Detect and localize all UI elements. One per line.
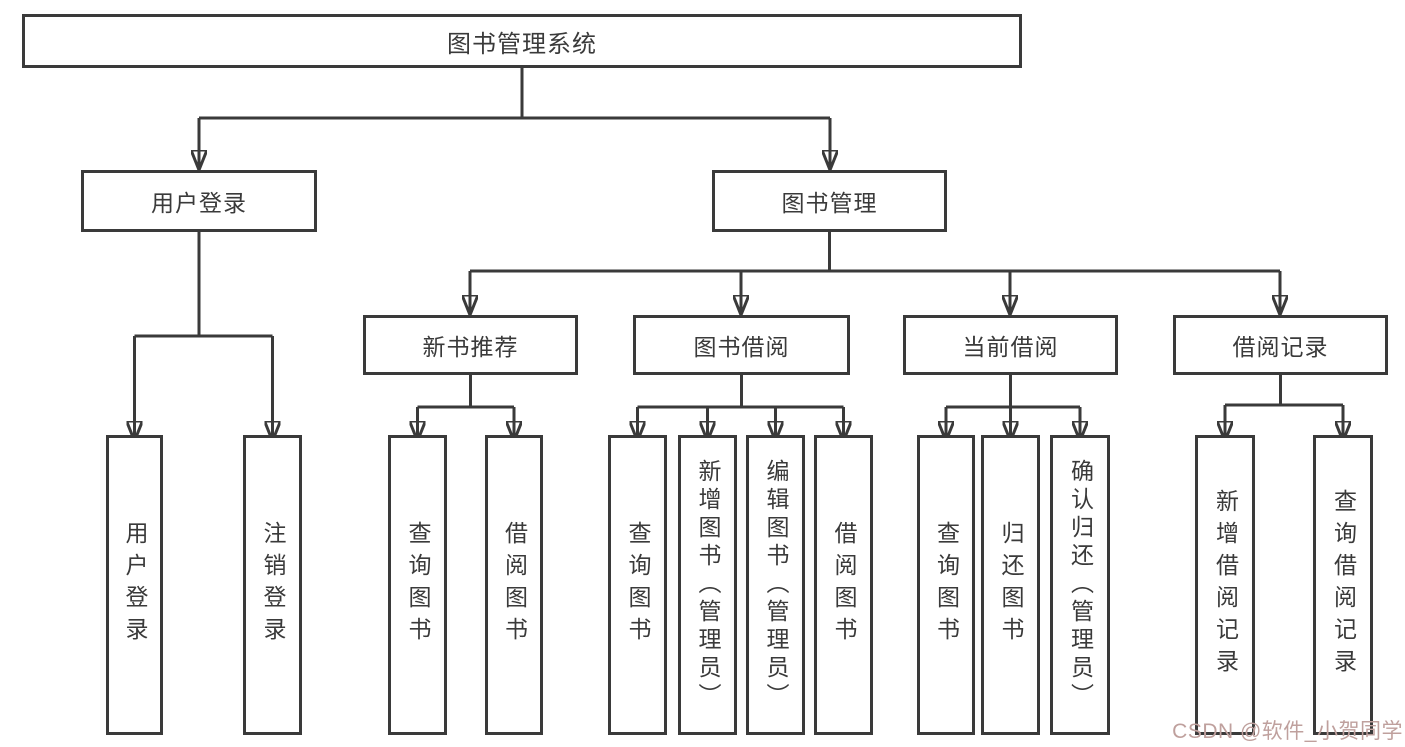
leaf-add-books-admin-label: 新增图书（管理员） — [695, 459, 721, 711]
leaf-user-login: 用户登录 — [106, 435, 163, 735]
leaf-query-books: 查询图书 — [917, 435, 975, 735]
node-new-book-recommendation-label: 新书推荐 — [422, 334, 519, 360]
node-current-borrowing: 当前借阅 — [903, 315, 1118, 375]
node-user-login: 用户登录 — [81, 170, 317, 232]
leaf-borrow-books: 借阅图书 — [814, 435, 873, 735]
leaf-borrow-books: 借阅图书 — [485, 435, 543, 735]
node-new-book-recommendation: 新书推荐 — [363, 315, 578, 375]
leaf-logout: 注销登录 — [243, 435, 302, 735]
node-book-borrowing-label: 图书借阅 — [693, 334, 790, 360]
leaf-add-borrow-record: 新增借阅记录 — [1195, 435, 1255, 735]
node-book-management-label: 图书管理 — [781, 190, 878, 216]
connector-user-login-to-leaves — [135, 232, 273, 439]
leaf-query-books-label: 查询图书 — [933, 521, 960, 649]
leaf-query-books-label: 查询图书 — [405, 521, 431, 649]
connector-root-to-level2 — [199, 68, 830, 168]
connector-new-book-recommendation-to-leaves — [418, 375, 515, 439]
leaf-query-borrow-record-label: 查询借阅记录 — [1330, 489, 1357, 681]
node-current-borrowing-label: 当前借阅 — [962, 334, 1059, 360]
node-book-management: 图书管理 — [712, 170, 947, 232]
leaf-query-borrow-record: 查询借阅记录 — [1313, 435, 1373, 735]
leaf-logout-label: 注销登录 — [260, 521, 286, 649]
leaf-return-books-label: 归还图书 — [998, 521, 1024, 649]
leaf-edit-books-admin: 编辑图书（管理员） — [746, 435, 805, 735]
connector-current-borrowing-to-leaves — [946, 375, 1080, 439]
node-root: 图书管理系统 — [22, 14, 1022, 68]
leaf-confirm-return-admin: 确认归还（管理员） — [1050, 435, 1110, 735]
leaf-confirm-return-admin-label: 确认归还（管理员） — [1067, 459, 1094, 711]
node-book-borrowing: 图书借阅 — [633, 315, 850, 375]
leaf-return-books: 归还图书 — [981, 435, 1040, 735]
leaf-user-login-label: 用户登录 — [122, 521, 148, 649]
leaf-borrow-books-label: 借阅图书 — [831, 521, 857, 649]
watermark: CSDN @软件_小贺同学 — [1172, 720, 1403, 743]
leaf-query-books: 查询图书 — [388, 435, 447, 735]
leaf-edit-books-admin-label: 编辑图书（管理员） — [763, 459, 789, 711]
node-borrowing-records-label: 借阅记录 — [1232, 334, 1329, 360]
connector-borrowing-records-to-leaves — [1225, 375, 1343, 439]
connector-book-management-to-level3 — [470, 232, 1280, 313]
leaf-query-books-label: 查询图书 — [625, 521, 651, 649]
node-user-login-label: 用户登录 — [151, 190, 247, 216]
node-borrowing-records: 借阅记录 — [1173, 315, 1388, 375]
leaf-query-books: 查询图书 — [608, 435, 667, 735]
node-root-label: 图书管理系统 — [447, 30, 597, 58]
leaf-add-books-admin: 新增图书（管理员） — [678, 435, 737, 735]
leaf-add-borrow-record-label: 新增借阅记录 — [1212, 489, 1239, 681]
leaf-borrow-books-label: 借阅图书 — [501, 521, 528, 649]
connector-book-borrowing-to-leaves — [638, 375, 844, 439]
